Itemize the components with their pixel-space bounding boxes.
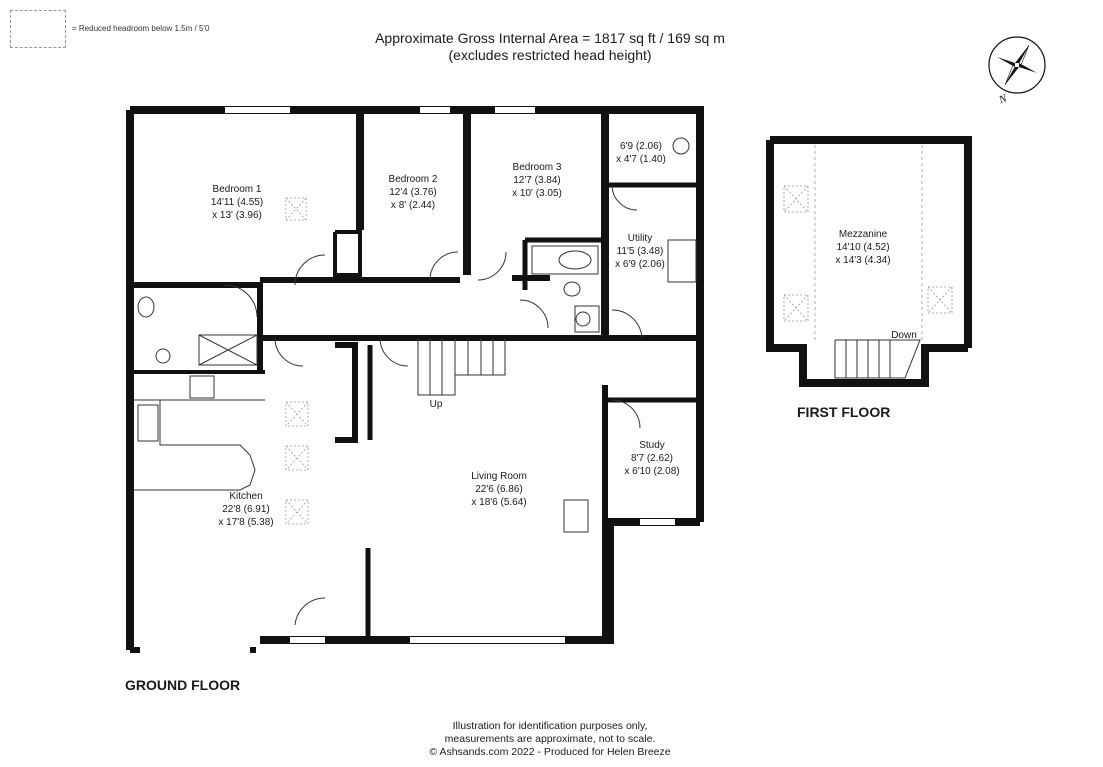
- bedroom-2-dim1: 12'4 (3.76): [389, 187, 437, 198]
- ground-floor-title: GROUND FLOOR: [125, 677, 241, 693]
- kitchen-dim2: x 17'8 (5.38): [218, 517, 273, 528]
- ensuite-dim1: 6'9 (2.06): [620, 141, 662, 152]
- bedroom-1-name: Bedroom 1: [213, 184, 262, 195]
- door-swings: [224, 184, 643, 626]
- legend-text: = Reduced headroom below 1.5m / 5'0: [72, 24, 210, 33]
- first-floor-walls: [766, 136, 972, 387]
- reduced-headroom-swatch: [10, 10, 66, 48]
- legend: = Reduced headroom below 1.5m / 5'0: [10, 10, 209, 48]
- bedroom-2-name: Bedroom 2: [389, 174, 438, 185]
- first-floor-title: FIRST FLOOR: [797, 404, 891, 420]
- area-note-text: (excludes restricted head height): [448, 47, 652, 63]
- ground-floor-stairs: [417, 338, 506, 396]
- ground-floor-windows: [140, 107, 675, 653]
- study-dim1: 8'7 (2.62): [631, 453, 673, 464]
- ground-floor-room-labels: Bedroom 1 14'11 (4.55) x 13' (3.96) Bedr…: [211, 141, 680, 528]
- utility-sink-icon: [667, 239, 697, 283]
- bedroom-2-dim2: x 8' (2.44): [391, 200, 435, 211]
- skylights: [285, 197, 309, 525]
- bedroom-3-dim1: 12'7 (3.84): [513, 175, 561, 186]
- stairs-up-label: Up: [430, 399, 443, 410]
- area-header: Approximate Gross Internal Area = 1817 s…: [300, 30, 800, 64]
- utility-dim2: x 6'9 (2.06): [615, 259, 665, 270]
- mezzanine-dim1: 14'10 (4.52): [836, 242, 889, 253]
- mezzanine-dim2: x 14'3 (4.34): [835, 255, 890, 266]
- living-room-dim1: 22'6 (6.86): [475, 484, 523, 495]
- bathroom-fixtures: [137, 137, 697, 366]
- study-name: Study: [639, 440, 665, 451]
- fireplace-icon: [563, 499, 589, 533]
- bedroom-3-dim2: x 10' (3.05): [512, 188, 562, 199]
- mezzanine-skylights: [783, 185, 953, 322]
- ensuite-dim2: x 4'7 (1.40): [616, 154, 666, 165]
- living-room-dim2: x 18'6 (5.64): [471, 497, 526, 508]
- footer-line-1: Illustration for identification purposes…: [452, 720, 648, 732]
- utility-dim1: 11'5 (3.48): [617, 246, 664, 257]
- kitchen-sink-icon: [137, 404, 159, 442]
- living-room-name: Living Room: [471, 471, 527, 482]
- compass-icon: N: [988, 36, 1046, 105]
- mezzanine-name: Mezzanine: [839, 229, 888, 240]
- footer-line-2: measurements are approximate, not to sca…: [444, 733, 656, 745]
- hob-icon: [189, 375, 215, 399]
- mezzanine-headroom: [814, 145, 923, 340]
- stairs-down-label: Down: [891, 330, 917, 341]
- kitchen-dim1: 22'8 (6.91): [222, 504, 270, 515]
- footer-line-3: © Ashsands.com 2022 - Produced for Helen…: [429, 746, 671, 758]
- ground-floor-walls: [126, 106, 704, 653]
- bedroom-3-name: Bedroom 3: [513, 162, 562, 173]
- kitchen-name: Kitchen: [229, 491, 262, 502]
- bedroom-1-dim1: 14'11 (4.55): [211, 197, 263, 208]
- bedroom-1-dim2: x 13' (3.96): [212, 210, 262, 221]
- study-dim2: x 6'10 (2.08): [624, 466, 679, 477]
- gross-area-text: Approximate Gross Internal Area = 1817 s…: [375, 30, 725, 46]
- utility-name: Utility: [628, 233, 652, 244]
- kitchen-counter: [134, 375, 265, 491]
- mezzanine-stairs: [834, 339, 921, 379]
- disclaimer-footer: Illustration for identification purposes…: [360, 720, 740, 759]
- first-floor-room-labels: Mezzanine 14'10 (4.52) x 14'3 (4.34) Dow…: [835, 229, 916, 341]
